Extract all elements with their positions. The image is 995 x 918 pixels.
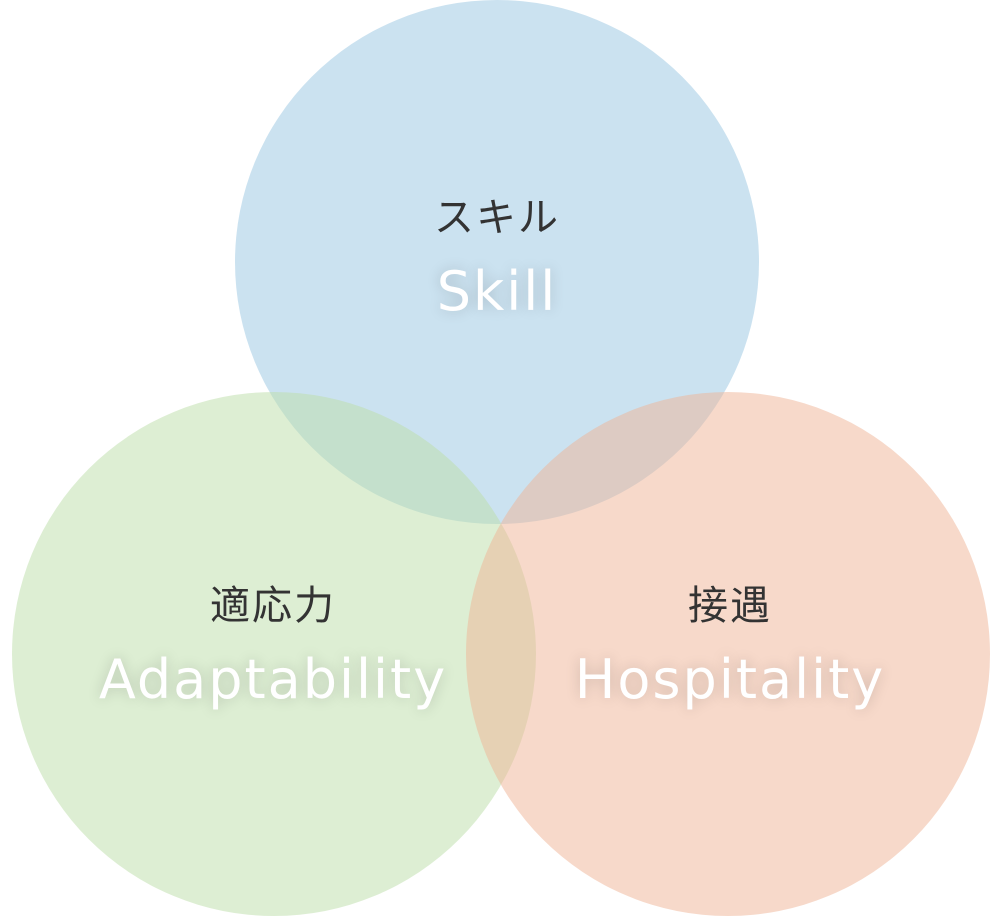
- hospitality-label: 接遇 Hospitality: [520, 582, 940, 712]
- adaptability-circle: [12, 392, 536, 916]
- skill-label: スキル Skill: [287, 194, 707, 324]
- hospitality-label-en: Hospitality: [574, 648, 886, 711]
- skill-label-en: Skill: [436, 260, 558, 323]
- adaptability-label-en: Adaptability: [98, 648, 448, 711]
- skill-label-ja: スキル: [434, 195, 560, 241]
- hospitality-circle: [466, 392, 990, 916]
- hospitality-label-ja: 接遇: [688, 583, 772, 629]
- adaptability-label: 適応力 Adaptability: [63, 582, 483, 712]
- adaptability-label-ja: 適応力: [210, 583, 336, 629]
